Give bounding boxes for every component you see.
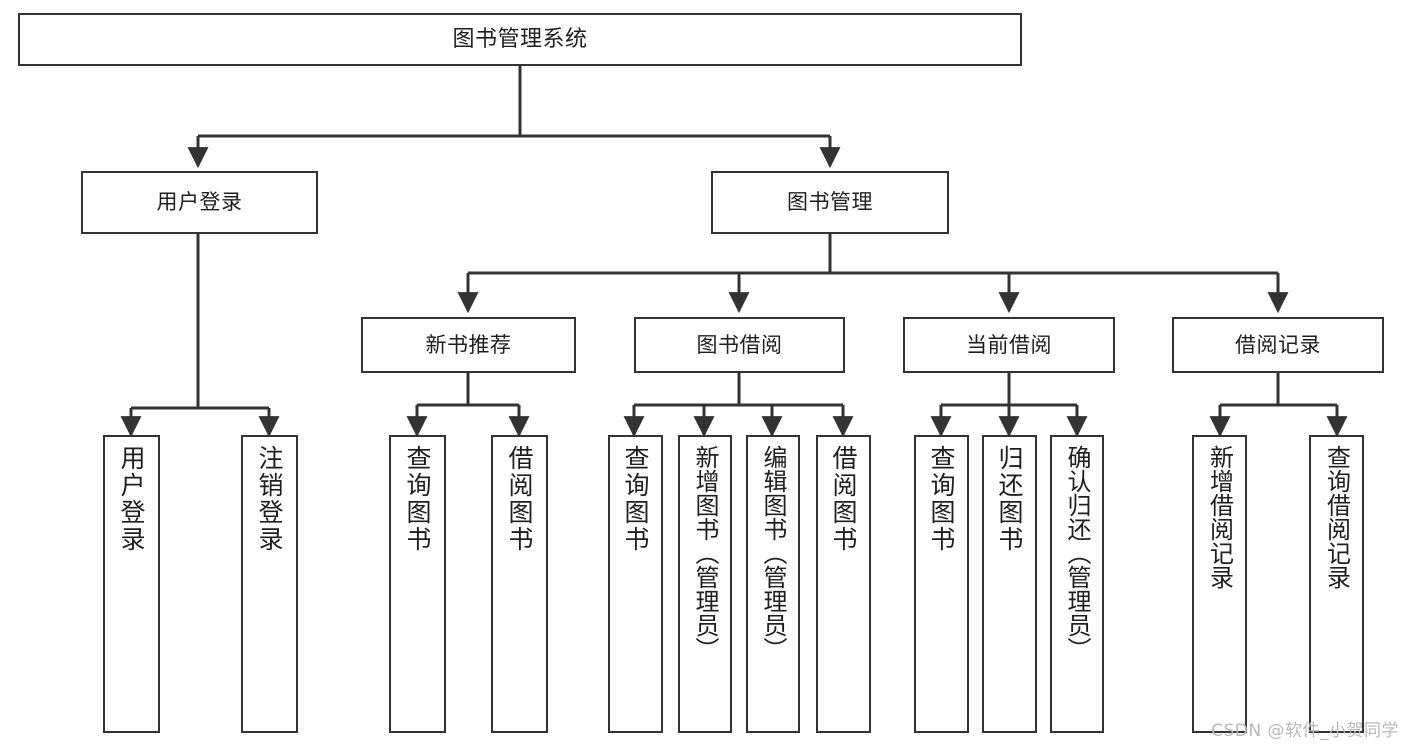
leaf-currentborrow-query-book-label: 查询图书 [927, 445, 956, 553]
leaf-borrowrecord-query-record[interactable]: 查询借阅记录 [1309, 435, 1364, 733]
leaf-bookborrow-edit-book[interactable]: 编辑图书（管理员） [746, 435, 800, 733]
node-root[interactable]: 图书管理系统 [18, 13, 1022, 66]
leaf-user-login[interactable]: 用户登录 [103, 435, 160, 733]
leaf-currentborrow-return-book-label: 归还图书 [995, 445, 1024, 553]
node-book-management-label: 图书管理 [787, 190, 873, 215]
node-book-borrow[interactable]: 图书借阅 [634, 317, 845, 373]
node-user-login[interactable]: 用户登录 [81, 171, 318, 234]
leaf-currentborrow-return-book[interactable]: 归还图书 [982, 435, 1037, 733]
leaf-bookborrow-add-book-label: 新增图书（管理员） [691, 445, 719, 661]
leaf-currentborrow-confirm-return[interactable]: 确认归还（管理员） [1050, 435, 1104, 733]
node-user-login-label: 用户登录 [156, 190, 243, 215]
leaf-newbook-query-book[interactable]: 查询图书 [389, 435, 446, 733]
node-book-borrow-label: 图书借阅 [696, 332, 783, 357]
node-root-label: 图书管理系统 [452, 26, 588, 52]
leaf-borrowrecord-add-record[interactable]: 新增借阅记录 [1192, 435, 1247, 733]
node-borrow-record-label: 借阅记录 [1235, 332, 1321, 357]
csdn-watermark: CSDN @软件_小贺同学 [1211, 721, 1399, 741]
leaf-currentborrow-confirm-return-label: 确认归还（管理员） [1063, 445, 1091, 661]
node-borrow-record[interactable]: 借阅记录 [1172, 317, 1384, 373]
node-current-borrow[interactable]: 当前借阅 [903, 317, 1115, 373]
leaf-logout[interactable]: 注销登录 [241, 435, 298, 733]
leaf-newbook-borrow-book-label: 借阅图书 [505, 445, 534, 553]
leaf-bookborrow-query-book-label: 查询图书 [621, 445, 650, 553]
node-current-borrow-label: 当前借阅 [966, 332, 1052, 357]
node-book-management[interactable]: 图书管理 [711, 171, 949, 234]
leaf-bookborrow-borrow-book-label: 借阅图书 [829, 445, 858, 553]
leaf-currentborrow-query-book[interactable]: 查询图书 [914, 435, 969, 733]
leaf-borrowrecord-query-record-label: 查询借阅记录 [1322, 445, 1351, 589]
leaf-newbook-query-book-label: 查询图书 [403, 445, 432, 553]
leaf-bookborrow-borrow-book[interactable]: 借阅图书 [816, 435, 871, 733]
leaf-bookborrow-query-book[interactable]: 查询图书 [608, 435, 663, 733]
leaf-bookborrow-edit-book-label: 编辑图书（管理员） [759, 445, 787, 661]
leaf-newbook-borrow-book[interactable]: 借阅图书 [491, 435, 548, 733]
leaf-logout-label: 注销登录 [255, 445, 284, 553]
leaf-bookborrow-add-book[interactable]: 新增图书（管理员） [678, 435, 732, 733]
leaf-user-login-label: 用户登录 [117, 445, 146, 553]
node-new-book-recommend[interactable]: 新书推荐 [361, 317, 576, 373]
leaf-borrowrecord-add-record-label: 新增借阅记录 [1205, 445, 1234, 589]
node-new-book-recommend-label: 新书推荐 [425, 332, 512, 357]
